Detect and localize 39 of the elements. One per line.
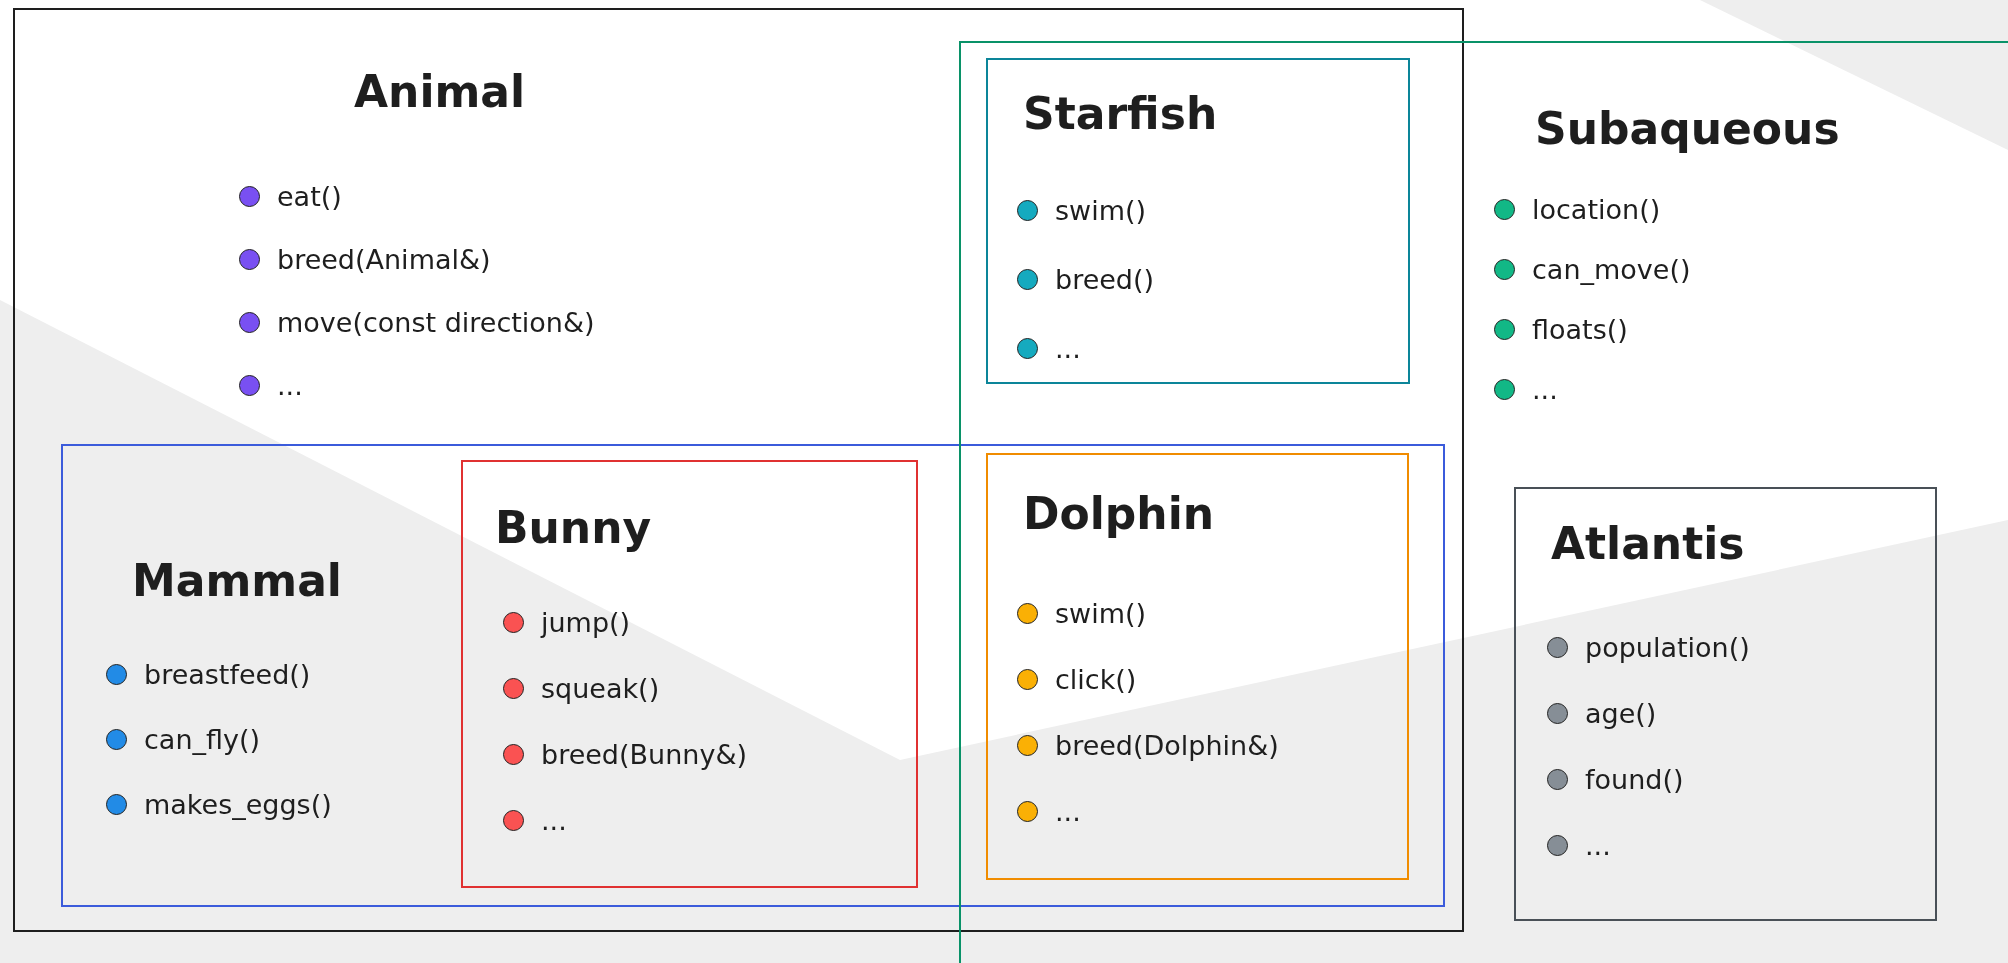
- list-item: can_fly(): [144, 723, 261, 757]
- list-item: can_move(): [1532, 253, 1691, 287]
- list-item: squeak(): [541, 672, 660, 706]
- set-box: [461, 460, 918, 888]
- list-item: age(): [1585, 697, 1657, 731]
- list-item: ...: [541, 804, 567, 838]
- list-item: swim(): [1055, 597, 1147, 631]
- list-item: ...: [1585, 829, 1611, 863]
- heading: Mammal: [132, 557, 342, 606]
- set-box: [61, 444, 1445, 907]
- list-item: breed(): [1055, 263, 1155, 297]
- list-item: breed(Animal&): [277, 243, 491, 277]
- list-item: click(): [1055, 663, 1137, 697]
- set-box: [986, 58, 1410, 384]
- heading: Atlantis: [1551, 520, 1745, 569]
- list-item: breed(Dolphin&): [1055, 729, 1279, 763]
- heading: Starfish: [1023, 90, 1218, 139]
- list-item: move(const direction&): [277, 306, 595, 340]
- set-box: [1514, 487, 1937, 921]
- list-item: swim(): [1055, 194, 1147, 228]
- list-item: population(): [1585, 631, 1750, 665]
- heading: Subaqueous: [1535, 105, 1840, 154]
- list-item: floats(): [1532, 313, 1628, 347]
- list-item: ...: [1055, 332, 1081, 366]
- set-box: [986, 453, 1409, 880]
- list-item: breastfeed(): [144, 658, 311, 692]
- list-item: ...: [277, 369, 303, 403]
- heading: Animal: [354, 68, 526, 117]
- list-item: eat(): [277, 180, 342, 214]
- list-item: ...: [1055, 795, 1081, 829]
- list-item: ...: [1532, 373, 1558, 407]
- list-item: jump(): [541, 606, 631, 640]
- heading: Bunny: [495, 504, 652, 553]
- list-item: location(): [1532, 193, 1661, 227]
- set-box: [13, 8, 1464, 932]
- list-item: makes_eggs(): [144, 788, 332, 822]
- list-item: found(): [1585, 763, 1684, 797]
- list-item: breed(Bunny&): [541, 738, 747, 772]
- heading: Dolphin: [1023, 490, 1215, 539]
